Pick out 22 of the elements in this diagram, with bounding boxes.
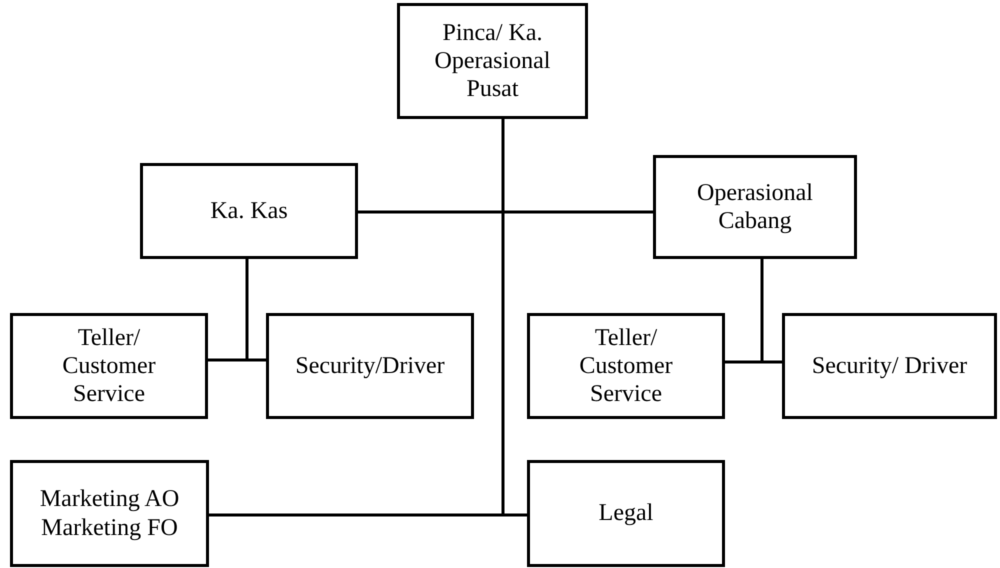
role-label: Teller/ Customer Service	[578, 324, 674, 408]
org-box	[10, 313, 208, 419]
org-box	[397, 3, 588, 119]
org-box	[782, 313, 997, 419]
connector-line	[246, 259, 266, 362]
role-label: Security/ Driver	[812, 352, 968, 380]
role-label: Operasional Cabang	[696, 178, 814, 236]
org-box	[10, 460, 209, 567]
role-label: Marketing FO	[41, 514, 178, 542]
org-box	[653, 155, 857, 259]
role-label: Marketing AO	[40, 485, 180, 514]
role-label: Pinca/ Ka. Operasional Pusat	[434, 18, 552, 104]
org-box	[527, 460, 725, 567]
connector-line	[502, 119, 527, 516]
org-box	[527, 313, 725, 419]
role-label: Legal	[598, 499, 654, 528]
role-label: Ka. Kas	[210, 196, 288, 226]
role-label: Security/Driver	[295, 352, 445, 380]
role-label: Teller/ Customer Service	[61, 324, 157, 408]
org-box	[266, 313, 474, 419]
connector-line	[760, 259, 782, 364]
org-box	[140, 163, 358, 259]
